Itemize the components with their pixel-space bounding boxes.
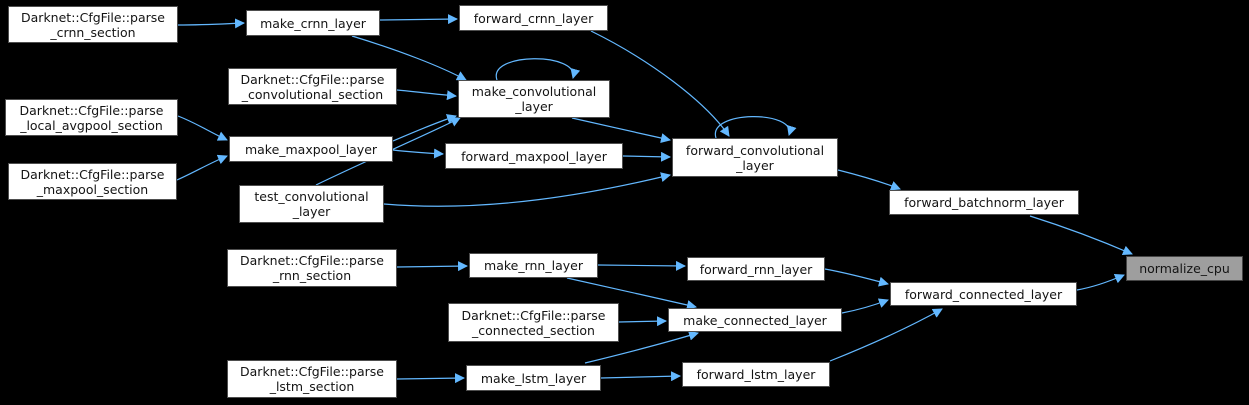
node-forward_connected_layer[interactable]: forward_connected_layer	[890, 282, 1077, 306]
edge-test_convolutional_layer--make_convolutional_layer	[315, 117, 461, 186]
node-forward_lstm_layer[interactable]: forward_lstm_layer	[682, 362, 830, 387]
edge-forward_convolutional_layer--forward_convolutional_layer	[714, 116, 797, 139]
node-make_crnn_layer[interactable]: make_crnn_layer	[246, 10, 380, 36]
edge-forward_connected_layer--normalize_cpu	[1076, 274, 1125, 291]
node-normalize_cpu: normalize_cpu	[1126, 256, 1243, 281]
edge-make_rnn_layer--forward_rnn_layer	[597, 260, 686, 271]
edge-forward_lstm_layer--forward_connected_layer	[829, 308, 943, 362]
edge-parse_lstm_section--make_lstm_layer	[396, 373, 465, 384]
edge-make_maxpool_layer--forward_maxpool_layer	[392, 148, 444, 159]
node-parse_maxpool_section[interactable]: Darknet::CfgFile::parse _maxpool_section	[8, 163, 177, 200]
edge-parse_connected_section--make_connected_layer	[618, 316, 667, 327]
edge-parse_convolutional_section--make_convolutional_layer	[396, 89, 457, 101]
edge-make_rnn_layer--make_connected_layer	[566, 277, 697, 310]
edge-parse_rnn_section--make_rnn_layer	[396, 261, 468, 272]
edge-make_connected_layer--forward_connected_layer	[841, 298, 889, 314]
node-forward_rnn_layer[interactable]: forward_rnn_layer	[687, 257, 825, 281]
edge-forward_rnn_layer--forward_connected_layer	[824, 268, 889, 287]
node-make_rnn_layer[interactable]: make_rnn_layer	[469, 253, 598, 278]
edge-make_lstm_layer--forward_lstm_layer	[600, 371, 681, 382]
node-parse_lstm_section[interactable]: Darknet::CfgFile::parse _lstm_section	[227, 360, 397, 398]
edge-forward_batchnorm_layer--normalize_cpu	[1029, 215, 1133, 256]
node-parse_convolutional_section[interactable]: Darknet::CfgFile::parse _convolutional_s…	[228, 68, 397, 105]
node-parse_crnn_section[interactable]: Darknet::CfgFile::parse _crnn_section	[8, 6, 178, 43]
edge-make_maxpool_layer--make_convolutional_layer	[392, 114, 457, 142]
node-test_convolutional_layer[interactable]: test_convolutional _layer	[239, 185, 384, 223]
node-forward_crnn_layer[interactable]: forward_crnn_layer	[459, 5, 608, 31]
node-make_convolutional_layer[interactable]: make_convolutional _layer	[458, 80, 610, 118]
edge-make_lstm_layer--make_connected_layer	[584, 330, 699, 364]
node-forward_batchnorm_layer[interactable]: forward_batchnorm_layer	[889, 190, 1079, 215]
edge-parse_local_avgpool_section--make_maxpool_layer	[177, 115, 228, 141]
edge-forward_crnn_layer--forward_convolutional_layer	[590, 30, 730, 137]
edge-test_convolutional_layer--forward_convolutional_layer	[383, 172, 671, 207]
edge-make_crnn_layer--make_convolutional_layer	[351, 35, 467, 81]
node-make_lstm_layer[interactable]: make_lstm_layer	[466, 365, 601, 391]
node-parse_connected_section[interactable]: Darknet::CfgFile::parse _connected_secti…	[448, 303, 619, 342]
node-parse_local_avgpool_section[interactable]: Darknet::CfgFile::parse _local_avgpool_s…	[5, 99, 178, 136]
edge-make_convolutional_layer--forward_convolutional_layer	[571, 117, 671, 143]
edge-forward_maxpool_layer--forward_convolutional_layer	[622, 151, 671, 162]
node-forward_convolutional_layer[interactable]: forward_convolutional _layer	[672, 138, 838, 177]
node-make_maxpool_layer[interactable]: make_maxpool_layer	[229, 136, 393, 162]
edge-parse_maxpool_section--make_maxpool_layer	[176, 154, 228, 181]
node-parse_rnn_section[interactable]: Darknet::CfgFile::parse _rnn_section	[227, 249, 397, 287]
edge-parse_crnn_section--make_crnn_layer	[177, 18, 245, 29]
edge-forward_convolutional_layer--forward_batchnorm_layer	[837, 169, 901, 191]
node-forward_maxpool_layer[interactable]: forward_maxpool_layer	[445, 143, 623, 169]
edge-make_convolutional_layer--make_convolutional_layer	[495, 58, 581, 81]
edge-make_crnn_layer--forward_crnn_layer	[379, 14, 458, 25]
node-make_connected_layer[interactable]: make_connected_layer	[668, 308, 842, 332]
